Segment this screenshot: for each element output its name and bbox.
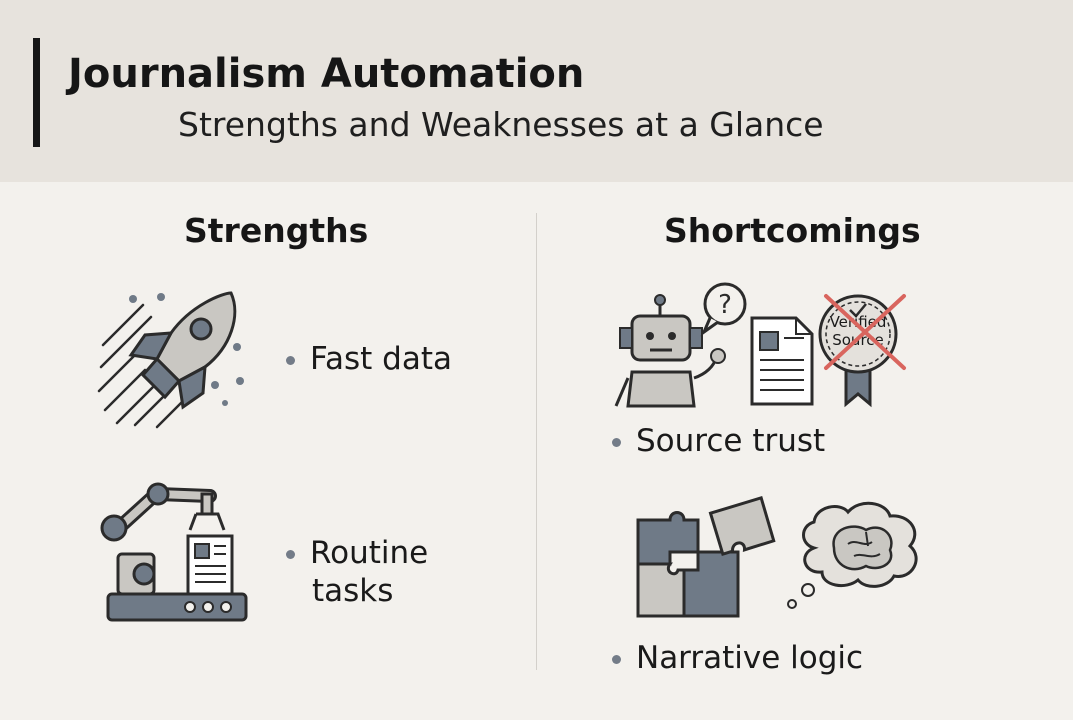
shortcoming-item-source-trust: Source trust — [612, 422, 825, 460]
robotic-arm-icon — [100, 482, 248, 622]
strengths-heading: Strengths — [184, 211, 369, 250]
header-band: Journalism Automation Strengths and Weak… — [0, 0, 1073, 182]
shortcoming-label: Narrative logic — [636, 640, 864, 676]
strength-label: Fast data — [310, 341, 452, 377]
rocket-icon — [97, 291, 244, 429]
robot-confused-icon: ? — [614, 282, 898, 408]
cross-icon — [824, 294, 906, 370]
shortcoming-item-narrative-logic: Narrative logic — [612, 639, 863, 677]
strength-label-line2: tasks — [312, 573, 394, 609]
strength-item-fast-data: Fast data — [286, 340, 452, 378]
bullet — [612, 655, 621, 664]
strength-item-routine-tasks: Routine tasks — [286, 534, 428, 610]
bullet — [286, 356, 295, 365]
shortcoming-label: Source trust — [636, 423, 826, 459]
column-divider — [536, 213, 537, 670]
shortcomings-heading: Shortcomings — [664, 211, 921, 250]
svg-text:?: ? — [718, 290, 732, 320]
puzzle-brain-icon — [636, 495, 918, 618]
bullet — [286, 550, 295, 559]
page-title: Journalism Automation — [68, 51, 585, 97]
accent-bar — [33, 38, 40, 147]
strength-label-line1: Routine — [310, 535, 429, 571]
page-subtitle: Strengths and Weaknesses at a Glance — [178, 105, 824, 144]
bullet — [612, 438, 621, 447]
